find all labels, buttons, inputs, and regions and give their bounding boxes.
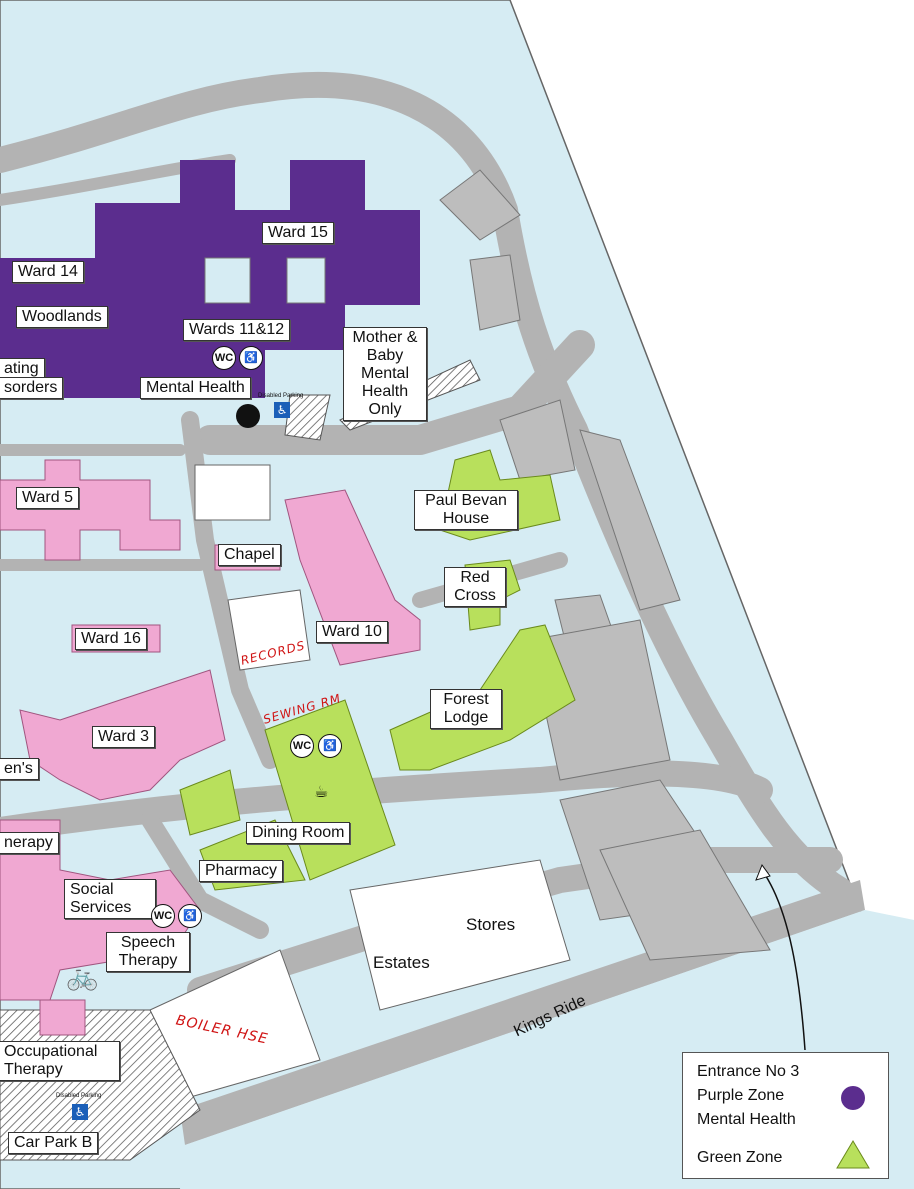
chapel-label: Chapel: [218, 544, 281, 566]
disabled-parking-icon: ♿: [274, 402, 290, 418]
legend-mental-health: Mental Health: [697, 1111, 796, 1128]
south-road: [0, 760, 773, 843]
pharmacy-road: [141, 811, 269, 939]
purple-zone-circle-icon: [841, 1086, 865, 1110]
cup-icon: ☕: [314, 782, 329, 801]
disabled-parking-label: Disabled Parking: [258, 393, 304, 399]
legend-symbols: [836, 1086, 870, 1169]
estates-label: Estates: [373, 953, 430, 972]
ward-3-label: Ward 3: [92, 726, 155, 748]
legend-purple-zone: Purple Zone: [697, 1087, 785, 1104]
legend-green-zone: Green Zone: [697, 1149, 783, 1166]
social-services-label: Social Services: [64, 879, 156, 919]
map-legend: Entrance No 3 Purple Zone Mental Health …: [682, 1052, 889, 1179]
grey-buildings: [139, 169, 771, 961]
wc-icon: WC: [151, 904, 175, 928]
wc-icon: WC: [212, 346, 236, 370]
mh-access-road: [195, 330, 595, 455]
mother-baby-label: Mother & Baby Mental Health Only: [343, 327, 427, 421]
hatched-area-mh: [284, 394, 331, 441]
wards-11-12-label: Wards 11&12: [183, 319, 291, 341]
entrance-arrow: [761, 869, 806, 1051]
entrance-marker: [236, 404, 260, 428]
forest-lodge-label: Forest Lodge: [430, 689, 502, 729]
red-cross-label: Red Cross: [444, 567, 506, 607]
ward-10-label: Ward 10: [316, 621, 388, 643]
disabled-parking-icon: ♿: [72, 1104, 88, 1120]
stores-label: Stores: [466, 915, 516, 934]
dining-room-label: Dining Room: [246, 822, 351, 844]
ward-5-label: Ward 5: [16, 487, 79, 509]
wc-icon: WC: [290, 734, 314, 758]
speech-therapy-label: Speech Therapy: [106, 932, 190, 972]
physiotherapy-label: nerapy: [0, 832, 59, 854]
car-park-b-label: Car Park B: [8, 1132, 99, 1154]
ward-14-label: Ward 14: [12, 261, 84, 283]
wheelchair-icon: ♿: [318, 734, 342, 758]
pharmacy-label: Pharmacy: [199, 860, 284, 882]
wheelchair-icon: ♿: [239, 346, 263, 370]
occupational-therapy-label: Occupational Therapy: [0, 1041, 120, 1081]
paul-bevan-house-label: Paul Bevan House: [414, 490, 518, 530]
entrance-arrow-head: [755, 863, 771, 881]
legend-entrance: Entrance No 3: [697, 1063, 800, 1080]
wheelchair-icon: ♿: [178, 904, 202, 928]
bicycle-icon: 🚲: [66, 962, 99, 992]
disabled-parking-label: Disabled Parking: [56, 1093, 102, 1099]
eating-disorders-label-2: sorders: [0, 377, 64, 399]
mental-health-label: Mental Health: [140, 377, 251, 399]
green-zone-triangle-icon: [836, 1140, 870, 1169]
ring-road: [0, 72, 853, 903]
woodlands-label: Woodlands: [16, 306, 108, 328]
ward-16-label: Ward 16: [75, 628, 147, 650]
ward-15-label: Ward 15: [262, 222, 334, 244]
lower-road: [187, 847, 843, 1003]
childrens-label: en's: [0, 758, 39, 780]
mh-courtyards: [204, 257, 326, 304]
